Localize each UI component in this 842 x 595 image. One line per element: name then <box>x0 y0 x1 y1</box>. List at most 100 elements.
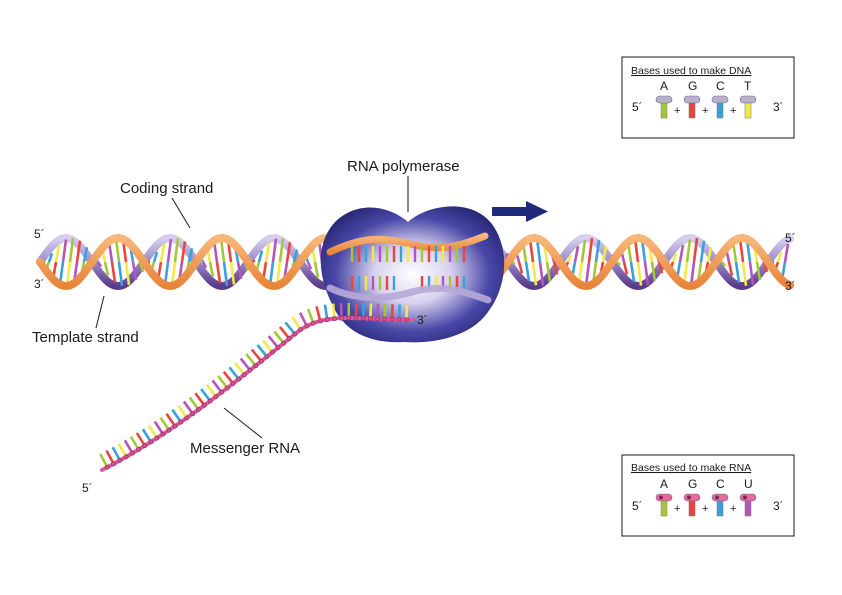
base-rung <box>110 261 117 283</box>
base-rung <box>643 261 650 286</box>
base-rung <box>82 246 89 263</box>
base-stem-icon <box>744 102 752 119</box>
base-rung <box>616 261 621 266</box>
mrna-sugar <box>111 461 117 467</box>
mrna-base <box>111 446 122 461</box>
mrna-base <box>291 316 302 331</box>
base-rung <box>531 261 538 286</box>
mrna-base <box>284 321 296 335</box>
base-rung <box>580 239 587 263</box>
base-rung <box>215 261 222 284</box>
mrna-sugar <box>236 376 242 382</box>
mrna-base <box>383 303 387 320</box>
mrna-base <box>188 396 200 411</box>
rna-3prime-end: 3´ <box>417 313 428 327</box>
base-rung <box>706 246 713 263</box>
rna-5prime-end: 5´ <box>82 481 93 495</box>
base-rung <box>699 240 706 263</box>
base-letter-a: A <box>660 79 668 93</box>
mrna-sugar <box>270 349 275 355</box>
rna-polymerase-enzyme <box>320 206 505 343</box>
mrna-sugar <box>367 316 373 321</box>
mrna-base <box>177 404 188 419</box>
base-stem-icon <box>660 500 668 517</box>
rna-box-title: Bases used to make RNA <box>631 462 751 474</box>
base-rung <box>306 261 313 270</box>
base-rung <box>68 237 75 263</box>
base-sugar-icon <box>683 493 701 502</box>
mrna-sugar <box>201 402 207 408</box>
base-rung <box>566 254 573 263</box>
mrna-sugar <box>346 315 352 321</box>
base-rung <box>278 238 285 263</box>
base-letter-t: T <box>744 79 752 93</box>
base-rung <box>776 251 783 263</box>
mrna-sugar <box>298 327 303 333</box>
base-rung <box>741 261 748 286</box>
mrna-base <box>211 379 223 394</box>
base-rung <box>152 251 159 263</box>
mrna-sugar <box>230 381 236 386</box>
mrna-sugar <box>324 317 330 322</box>
base-rung <box>587 237 594 263</box>
base-rung <box>783 243 790 263</box>
dna-box-3prime: 3´ <box>773 100 784 114</box>
base-rung <box>650 261 657 282</box>
base-rung <box>208 261 215 278</box>
mrna-sugar <box>241 372 247 378</box>
mrna-base <box>315 306 322 322</box>
mrna-base <box>165 412 177 427</box>
rna-box-3prime: 3´ <box>773 499 784 513</box>
mrna-sugar <box>382 316 388 322</box>
base-rung <box>720 261 727 268</box>
mrna-sugar <box>224 385 230 391</box>
phosphate-icon <box>687 495 691 500</box>
mrna-base <box>267 335 280 349</box>
rna-bases-box: Bases used to make RNA 5´ 3´ A+G+C+U <box>621 454 795 537</box>
base-sugar-icon <box>655 95 673 104</box>
base-rung <box>755 261 762 281</box>
base-rung <box>657 261 664 274</box>
mrna-bases <box>99 303 409 468</box>
mrna-base <box>369 303 373 319</box>
mrna-sugar <box>190 411 196 417</box>
mrna-sugar <box>219 389 225 395</box>
base-rung <box>96 261 103 268</box>
mrna-sugars <box>104 315 409 470</box>
mrna-base <box>239 357 252 372</box>
base-rung <box>229 261 236 285</box>
mrna-base <box>153 420 165 435</box>
plus-sign: + <box>674 105 680 117</box>
mrna-base <box>159 416 171 431</box>
base-sugar-icon <box>711 493 729 502</box>
dna-left-5prime: 5´ <box>34 227 45 241</box>
base-rung <box>103 261 110 276</box>
mrna-base <box>397 304 402 320</box>
mrna-base <box>323 304 329 320</box>
coding-strand-front <box>36 233 794 291</box>
base-rung <box>573 245 580 263</box>
base-rung <box>629 261 636 282</box>
mrna-base <box>147 424 159 439</box>
base-sugar-icon <box>683 95 701 104</box>
base-rung <box>601 245 608 263</box>
base-stem-icon <box>688 500 696 517</box>
mrna-base <box>99 453 109 468</box>
base-letter-g: G <box>688 477 697 491</box>
mrna-base <box>222 370 235 385</box>
base-sugar-icon <box>655 493 673 502</box>
mrna-base <box>117 443 128 458</box>
base-stem-icon <box>716 102 724 119</box>
phosphate-icon <box>743 495 747 500</box>
dna-right-3prime: 3´ <box>785 279 796 293</box>
mrna-base <box>256 344 268 358</box>
base-rung <box>622 261 629 275</box>
base-rung <box>285 242 292 263</box>
mrna-sugar <box>286 336 292 342</box>
template-strand-segment <box>478 233 794 291</box>
messenger-rna-leader <box>223 407 263 439</box>
plus-sign: + <box>702 105 708 117</box>
base-rung <box>117 261 124 286</box>
base-rung <box>685 239 692 263</box>
base-rung <box>271 238 278 263</box>
